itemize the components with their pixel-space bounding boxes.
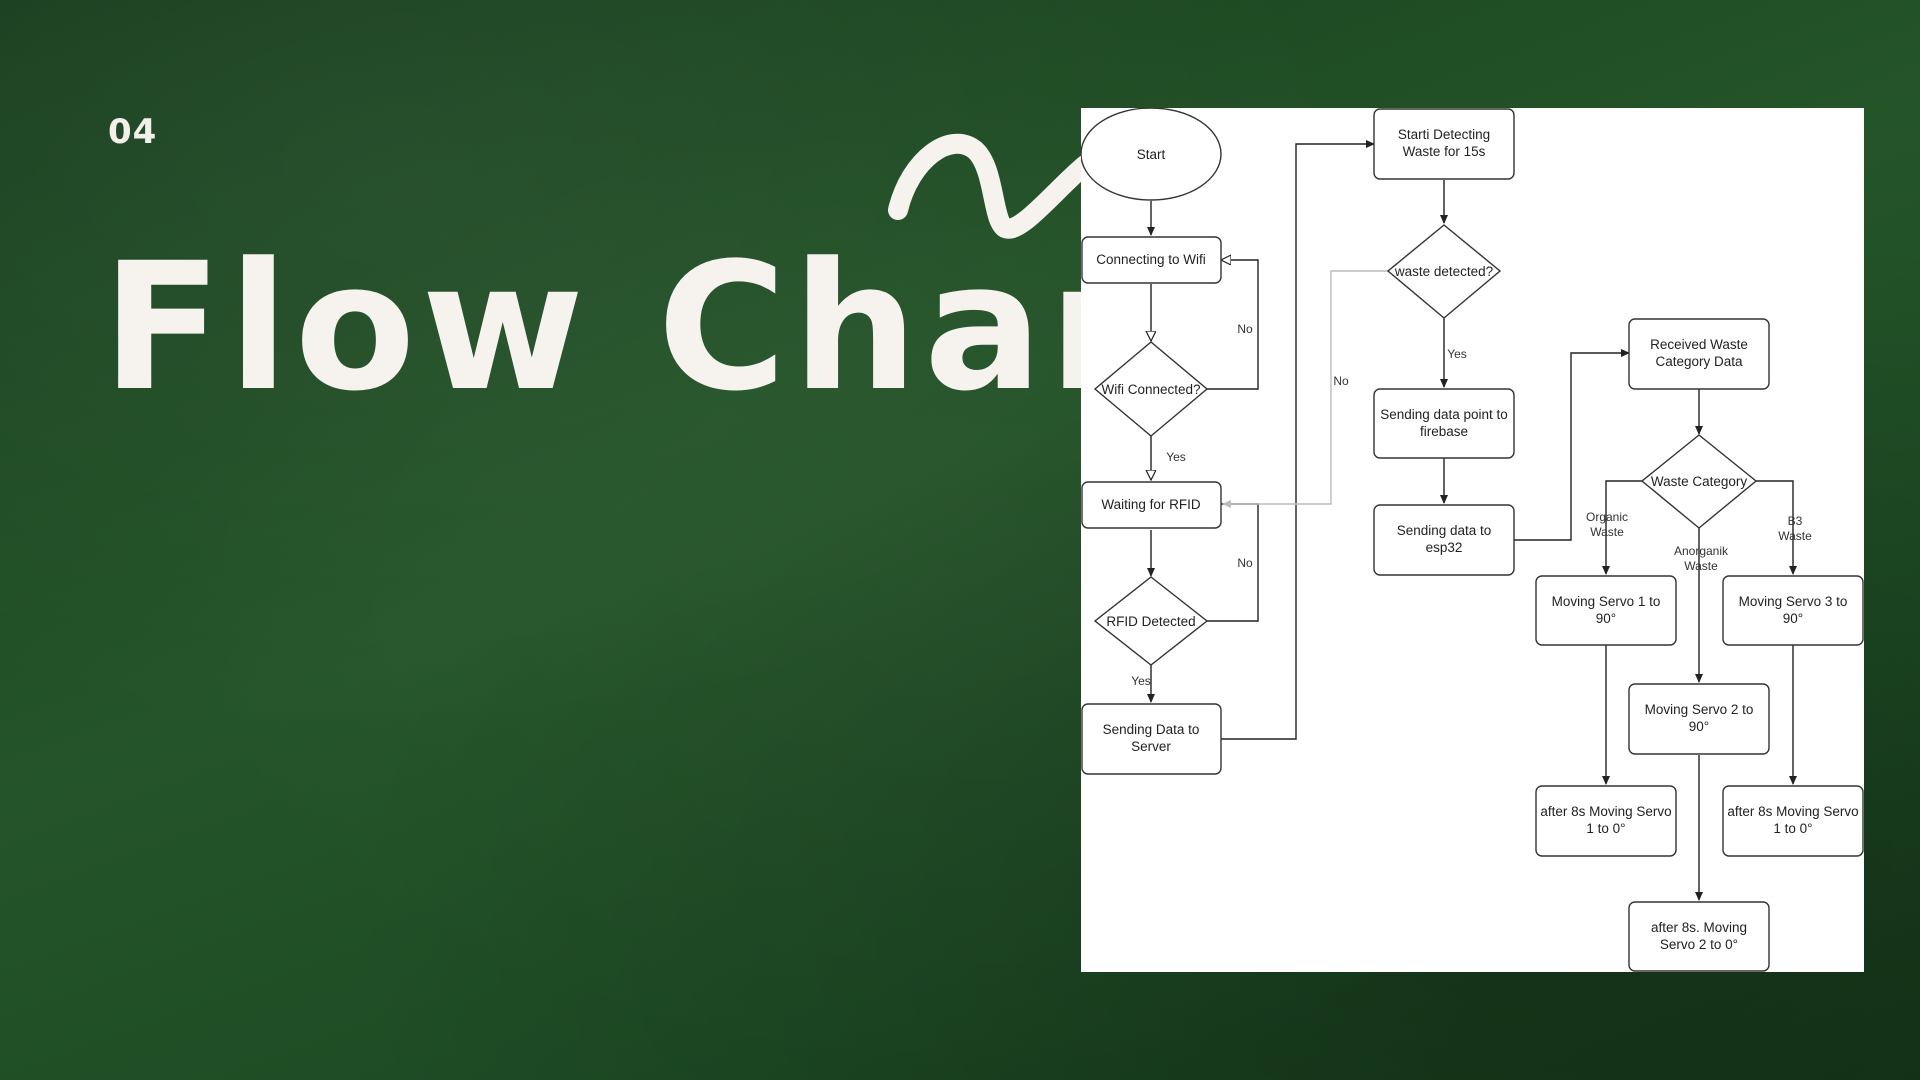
edge-b3: [1756, 480, 1797, 575]
node-waste-detected: [1386, 224, 1502, 319]
node-rfid-detected: [1093, 576, 1209, 666]
node-servo1: [1535, 575, 1677, 646]
node-sending-esp32: [1373, 504, 1515, 576]
label-waiting-rfid: Waiting for RFID: [1101, 497, 1201, 512]
label-received-category-2: Category Data: [1655, 354, 1743, 369]
node-received-category: [1628, 318, 1770, 390]
node-sending-firebase: [1373, 388, 1515, 459]
node-wifi-connected: [1093, 341, 1209, 437]
edge-label-waste-yes: Yes: [1447, 347, 1467, 361]
label-after-servo1-1: after 8s Moving Servo: [1540, 804, 1671, 819]
edge-label-anorganik-2: Waste: [1684, 559, 1718, 573]
node-waiting-rfid: [1081, 481, 1222, 529]
edge-waste-no: [1222, 270, 1388, 508]
label-sending-esp32-2: esp32: [1426, 540, 1463, 555]
label-sending-esp32-1: Sending data to: [1397, 523, 1492, 538]
label-servo3-1: Moving Servo 3 to: [1739, 594, 1848, 609]
node-start: [1081, 108, 1222, 201]
label-after-servo2-1: after 8s. Moving: [1651, 920, 1747, 935]
node-sending-server: [1081, 703, 1222, 775]
label-sending-server-2: Server: [1131, 739, 1171, 754]
edge-label-organic-2: Waste: [1590, 525, 1624, 539]
edge-server-detecting: [1221, 140, 1375, 740]
edge-esp32-received: [1514, 349, 1630, 541]
edge-organic: [1602, 480, 1642, 575]
label-start: Start: [1137, 147, 1166, 162]
node-after-servo3: [1722, 785, 1864, 857]
slide-number: 04: [108, 112, 158, 152]
flowchart-edges: [1151, 140, 1797, 901]
slide-title: Flow Chart: [102, 225, 1232, 430]
label-after-servo3-2: 1 to 0°: [1773, 821, 1812, 836]
label-servo2-2: 90°: [1689, 719, 1709, 734]
label-connecting-wifi: Connecting to Wifi: [1096, 252, 1206, 267]
label-servo3-2: 90°: [1783, 611, 1803, 626]
edge-wifi-no: [1207, 260, 1259, 390]
label-waste-category: Waste Category: [1651, 474, 1748, 489]
chalk-squiggle-icon: [888, 133, 1095, 239]
label-servo2-1: Moving Servo 2 to: [1645, 702, 1754, 717]
edge-label-rfid-yes: Yes: [1131, 674, 1151, 688]
label-servo1-2: 90°: [1596, 611, 1616, 626]
node-connecting-wifi: [1081, 236, 1222, 284]
label-start-detecting-1: Starti Detecting: [1398, 127, 1490, 142]
flowchart-panel: Start Connecting to Wifi Wifi Connected?…: [1081, 108, 1864, 972]
node-start-detecting: [1373, 108, 1515, 180]
edge-label-rfid-no: No: [1237, 556, 1253, 570]
label-sending-firebase-2: firebase: [1420, 424, 1468, 439]
label-sending-server-1: Sending Data to: [1103, 722, 1200, 737]
label-servo1-1: Moving Servo 1 to: [1552, 594, 1661, 609]
node-servo3: [1722, 575, 1864, 646]
label-start-detecting-2: Waste for 15s: [1403, 144, 1486, 159]
edge-label-wifi-no: No: [1237, 322, 1253, 336]
node-after-servo1: [1535, 785, 1677, 857]
edge-label-anorganik-1: Anorganik: [1674, 544, 1729, 558]
node-waste-category: [1640, 434, 1758, 529]
label-received-category-1: Received Waste: [1650, 337, 1748, 352]
edge-label-b3-1: B3: [1788, 514, 1803, 528]
edge-label-waste-no: No: [1333, 374, 1349, 388]
label-after-servo1-2: 1 to 0°: [1586, 821, 1625, 836]
node-after-servo2: [1628, 901, 1770, 972]
edge-label-b3-2: Waste: [1778, 529, 1812, 543]
label-rfid-detected: RFID Detected: [1106, 614, 1195, 629]
label-after-servo3-1: after 8s Moving Servo: [1727, 804, 1858, 819]
label-wifi-connected: Wifi Connected?: [1101, 382, 1200, 397]
label-sending-firebase-1: Sending data point to: [1380, 407, 1508, 422]
node-servo2: [1628, 683, 1770, 755]
flowchart-diagram: Start Connecting to Wifi Wifi Connected?…: [1081, 108, 1864, 972]
label-waste-detected: waste detected?: [1394, 264, 1493, 279]
label-after-servo2-2: Servo 2 to 0°: [1660, 937, 1738, 952]
edge-label-wifi-yes: Yes: [1166, 450, 1186, 464]
edge-label-organic-1: Organic: [1586, 510, 1628, 524]
